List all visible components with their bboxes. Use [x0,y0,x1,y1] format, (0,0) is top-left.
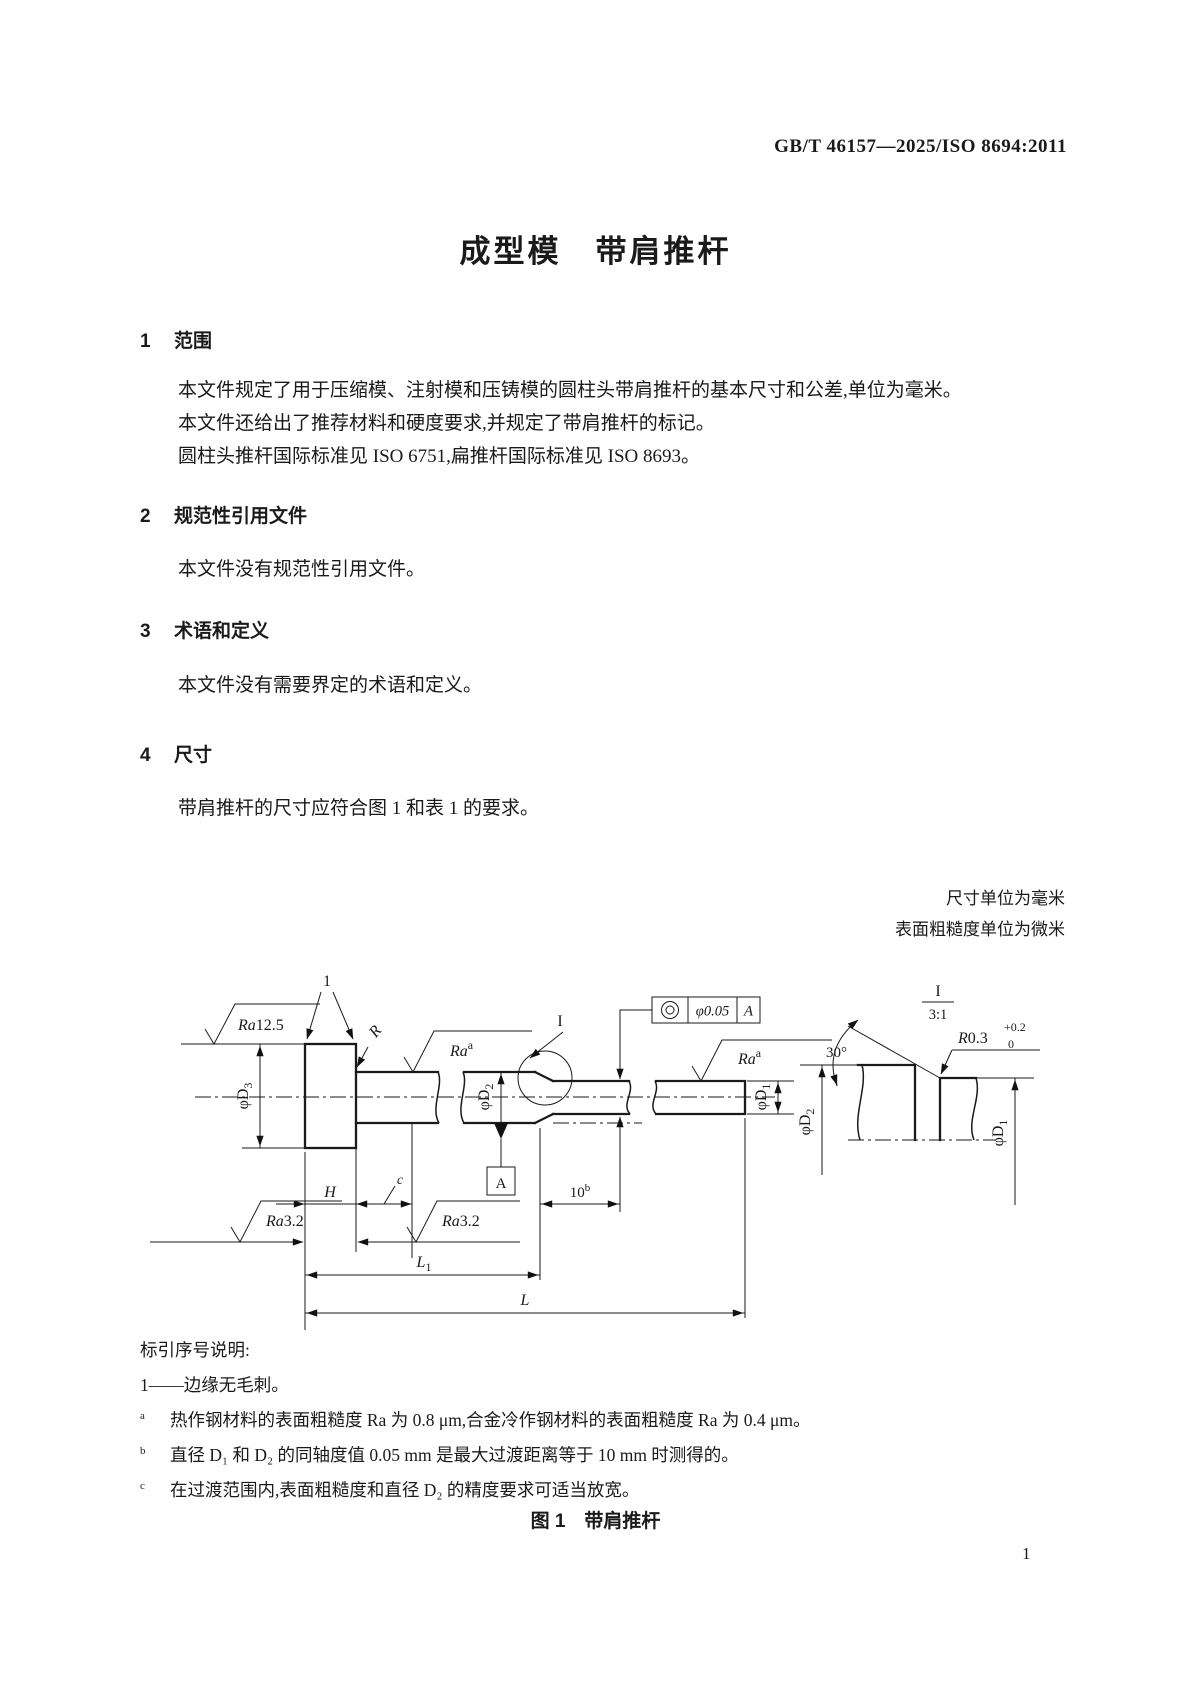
roughness-label-ra3-2: Ra3.2 [265,1213,304,1230]
extension-line [747,1080,794,1115]
paragraph: 本文件没有规范性引用文件。 [178,559,426,580]
units-note-mm: 尺寸单位为毫米 [946,889,1065,908]
shaft-d1-segment-b [654,1079,747,1116]
datum-letter: A [496,1176,507,1192]
c-leader [383,1185,396,1205]
pin-head-outline [303,1042,358,1150]
callout-1-leader [332,991,354,1040]
roughness-symbol [691,1039,832,1083]
figure-caption: 图 1 带肩推杆 [530,1511,661,1532]
detail-d2-piece [856,1063,917,1142]
dim-label-c: c [397,1172,403,1187]
dim-label-10b: 10b [570,1182,591,1201]
dim-label-phi-d3: φD3 [235,1083,255,1110]
radius-tolerance-lower: 0 [1008,1037,1014,1051]
dim-label-l1: L1 [416,1254,432,1274]
dim-label-l: L [520,1292,530,1309]
legend-title: 标引序号说明: [140,1340,250,1360]
section-number: 1 [140,331,151,352]
fillet-radius-leader [356,1046,369,1068]
paragraph: 圆柱头推杆国际标准见 ISO 6751,扁推杆国际标准见 ISO 8693。 [178,446,700,467]
fcf-datum: A [743,1004,754,1020]
roughness-symbol [204,1003,320,1046]
datum-triangle [494,1123,508,1139]
roughness-label-ra-a: Raa [737,1046,762,1068]
fcf-tolerance: φ0.05 [696,1004,729,1020]
break-line [970,1077,978,1141]
concentricity-icon [661,1001,679,1019]
detail-d1-piece [938,1076,978,1142]
angle-label: 30° [826,1045,847,1061]
roughness-symbol [230,1200,342,1244]
shaft-d2-segment-a [354,1070,440,1125]
radius-label: R0.3 [957,1030,988,1047]
section-number: 2 [140,506,151,527]
detail-dim-phi-d1: φD1 [990,1120,1010,1147]
fcf-leader [619,1009,652,1058]
fillet-radius-label: R [365,1022,385,1041]
document-title: 成型模 带肩推杆 [459,234,732,269]
footnote-c: c 在过渡范围内,表面粗糙度和直径 D₂ 的精度要求可适当放宽。 [140,1477,639,1502]
section-number: 4 [140,745,151,766]
detail-reference-label: I [557,1013,562,1030]
dim-label-phi-d1: φD1 [753,1084,773,1111]
footnote-text: 在过渡范围内,表面粗糙度和直径 D₂ 的精度要求可适当放宽。 [170,1480,640,1500]
angle-arc-arrow [830,1074,838,1086]
section-number: 3 [140,621,151,642]
footnote-b: b 直径 D₁ 和 D₂ 的同轴度值 0.05 mm 是最大过渡距离等于 10 m… [140,1442,739,1467]
dim-label-phi-d2: φD2 [476,1084,496,1111]
break-line [856,1064,865,1141]
detail-view-id: I [935,983,940,1000]
roughness-label-ra12-5: Ra12.5 [237,1017,284,1034]
chamfer-construction-line [847,1025,941,1079]
shaft-d1-segment-a [551,1079,631,1116]
break-line [435,1071,441,1124]
radius-leader [940,1049,953,1075]
detail-dim-phi-d2: φD2 [797,1109,817,1136]
section-title: 规范性引用文件 [174,506,308,527]
paragraph: 带肩推杆的尺寸应符合图 1 和表 1 的要求。 [178,798,540,819]
detail-leader [529,1031,564,1059]
footnote-a: a 热作钢材料的表面粗糙度 Ra 为 0.8 μm,合金冷作钢材料的表面粗糙度 R… [140,1407,811,1432]
figure-1-drawing: 1 Ra12.5 R Raa Raa I φ0.05 A [150,973,1040,1330]
break-line [460,1071,466,1124]
paragraph: 本文件没有需要界定的术语和定义。 [178,675,483,696]
transition-chamfer [533,1070,555,1125]
section-heading-scope: 1 范围 [140,326,212,353]
section-heading-normative-refs: 2 规范性引用文件 [140,501,307,528]
footnote-marker: a [140,1410,145,1423]
detail-circle [517,1050,573,1106]
break-line [626,1080,632,1115]
roughness-symbol [403,1030,532,1074]
dim-label-h: H [323,1184,337,1201]
paragraph: 本文件规定了用于压缩模、注射模和压铸模的圆柱头带肩推杆的基本尺寸和公差,单位为毫… [178,380,962,401]
footnote-marker: b [140,1445,146,1458]
paragraph: 本文件还给出了推荐材料和硬度要求,并规定了带肩推杆的标记。 [178,413,715,434]
datum-frame [486,1166,516,1196]
roughness-label-ra3-2: Ra3.2 [441,1213,480,1230]
radius-tolerance-upper: +0.2 [1004,1020,1026,1034]
units-note-um: 表面粗糙度单位为微米 [895,920,1065,939]
footnote-marker: c [140,1480,145,1493]
footnote-text: 直径 D₁ 和 D₂ 的同轴度值 0.05 mm 是最大过渡距离等于 10 mm… [170,1445,739,1465]
callout-1-label: 1 [323,973,331,990]
callout-1-leader [306,991,322,1040]
section-title: 范围 [174,331,213,352]
section-heading-terms: 3 术语和定义 [140,616,269,643]
roughness-label-ra-a: Raa [449,1038,474,1060]
footnote-text: 热作钢材料的表面粗糙度 Ra 为 0.8 μm,合金冷作钢材料的表面粗糙度 Ra… [170,1410,811,1430]
standard-number-header: GB/T 46157—2025/ISO 8694:2011 [774,136,1067,157]
section-title: 尺寸 [174,745,213,766]
break-line [652,1080,658,1115]
concentricity-icon [665,1005,675,1015]
roughness-symbol [406,1200,520,1244]
page-number: 1 [1022,1544,1031,1563]
legend-item: 1——边缘无毛刺。 [140,1375,289,1395]
frame-dividers [687,997,738,1023]
section-heading-dimensions: 4 尺寸 [140,740,212,767]
section-title: 术语和定义 [174,621,270,642]
detail-view-scale: 3:1 [929,1007,948,1023]
shaft-d2-segment-b [462,1070,537,1125]
